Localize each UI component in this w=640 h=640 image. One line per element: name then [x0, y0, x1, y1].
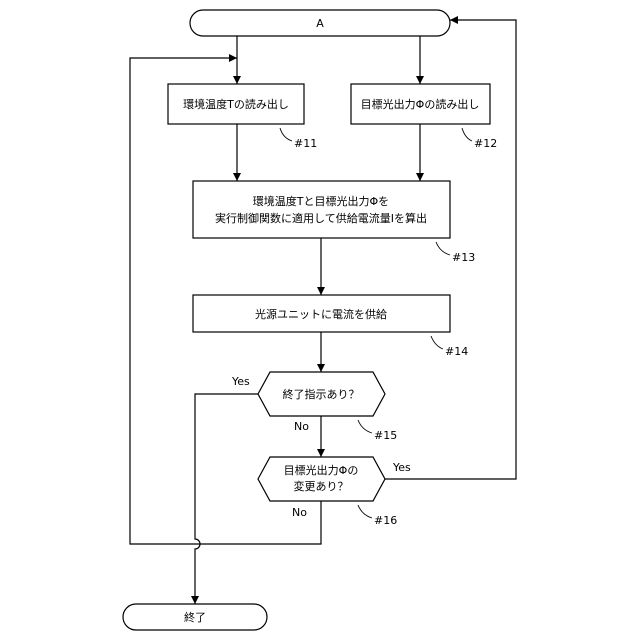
decision-target-output-changed: 目標光出力Φの 変更あり？ [258, 457, 385, 501]
ref-12-leader [462, 128, 472, 141]
decision-16-line1: 目標光出力Φの [284, 463, 359, 477]
ref-15-leader [358, 420, 372, 433]
ref-13: #13 [452, 251, 475, 264]
ref-14-leader [431, 336, 443, 349]
start-terminal: A [190, 10, 450, 36]
ref-12: #12 [474, 137, 497, 150]
ref-11-leader [280, 128, 292, 141]
ref-11: #11 [294, 137, 317, 150]
step-supply-current: 光源ユニットに電流を供給 [193, 295, 450, 332]
arrow-15-yes-to-end [195, 394, 258, 604]
decision-16-no-label: No [292, 506, 307, 519]
ref-15: #15 [374, 429, 397, 442]
end-terminal: 終了 [123, 604, 267, 630]
decision-15-yes-label: Yes [231, 375, 250, 388]
step-read-ambient-temperature: 環境温度Tの読み出し [168, 84, 304, 124]
end-label: 終了 [184, 610, 206, 624]
step-calculate-supply-current: 環境温度Tと目標光出力Φを 実行制御関数に適用して供給電流量Iを算出 [193, 181, 450, 238]
decision-16-line2: 変更あり？ [294, 479, 349, 493]
step-13-line2: 実行制御関数に適用して供給電流量Iを算出 [215, 211, 427, 225]
decision-end-instruction: 終了指示あり？ [258, 372, 385, 416]
ref-14: #14 [445, 345, 468, 358]
step-14-text: 光源ユニットに電流を供給 [255, 307, 387, 321]
step-13-line1: 環境温度Tと目標光出力Φを [253, 194, 389, 208]
ref-16: #16 [374, 514, 397, 527]
ref-16-leader [358, 505, 372, 518]
step-11-text: 環境温度Tの読み出し [183, 97, 289, 111]
step-12-text: 目標光出力Φの読み出し [361, 97, 480, 111]
step-read-target-light-output: 目標光出力Φの読み出し [351, 84, 490, 124]
decision-15-no-label: No [294, 420, 309, 433]
ref-13-leader [436, 242, 450, 255]
start-label: A [316, 17, 324, 30]
decision-16-yes-label: Yes [392, 461, 411, 474]
decision-15-text: 終了指示あり？ [283, 387, 360, 401]
